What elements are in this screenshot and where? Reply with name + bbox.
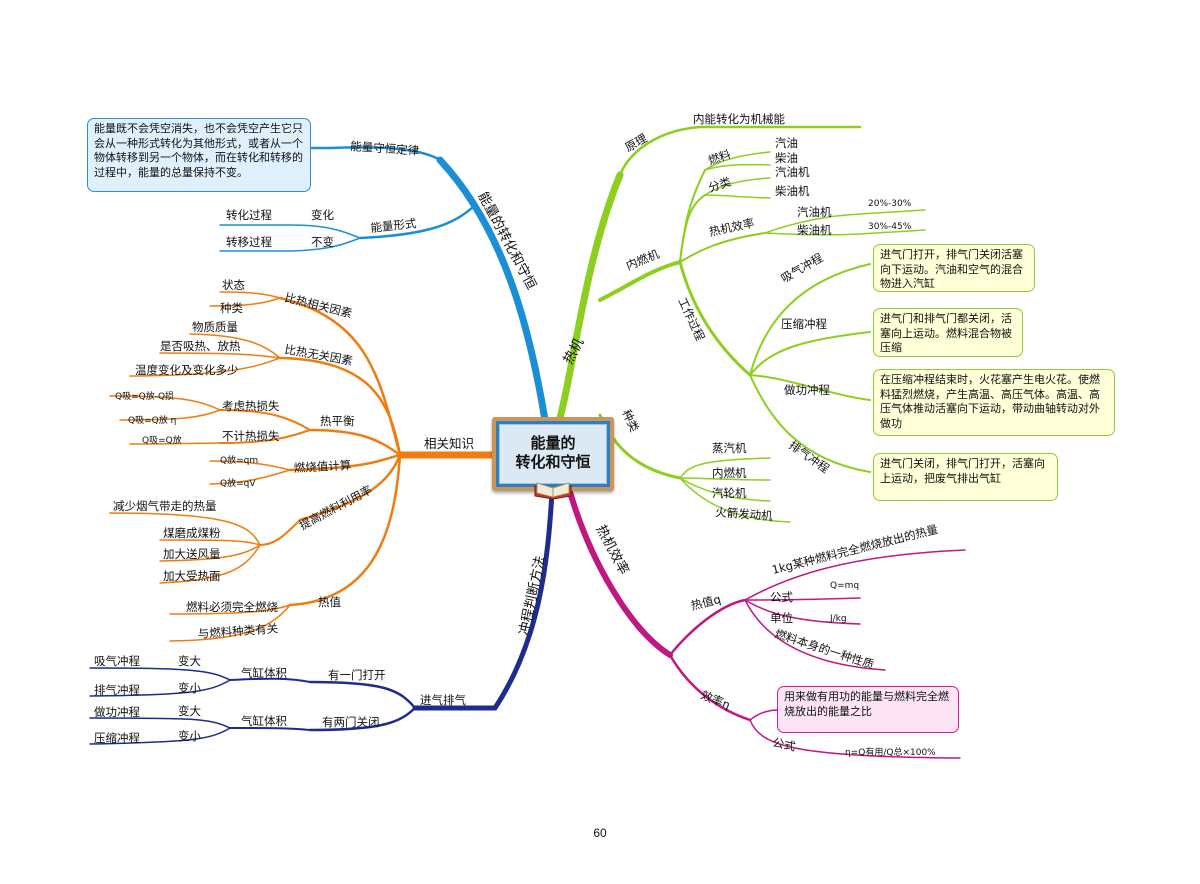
heat-balance-label: 热平衡: [320, 414, 355, 428]
kind-item: 汽油机: [775, 165, 810, 179]
improve-item: 减少烟气带走的热量: [113, 499, 217, 513]
unrelated-item: 温度变化及变化多少: [135, 363, 239, 377]
type-item: 汽轮机: [712, 486, 747, 500]
same-process-label: 转移过程: [226, 235, 272, 249]
type-item: 火箭发动机: [715, 505, 774, 523]
heat-value-item: 燃料必须完全燃烧: [186, 600, 278, 614]
engine-branch-label: 热机: [560, 335, 587, 367]
book-icon: [534, 482, 572, 500]
conservation-branch-lines: [219, 146, 549, 424]
intake-stroke-box: 进气门打开，排气门关闭活塞向下运动。汽油和空气的混合物进入汽缸: [873, 244, 1035, 292]
center-topic: 能量的 转化和守恒: [492, 417, 614, 491]
heat-value-label: 热值: [318, 595, 341, 609]
same-label: 不变: [311, 235, 334, 249]
eta-formula-label: 公式: [771, 735, 797, 754]
stroke-item: 吸气冲程: [94, 654, 140, 668]
formula-label: 公式: [770, 590, 793, 604]
page-number: 60: [593, 826, 607, 840]
change-process-label: 转化过程: [226, 208, 272, 222]
types-label: 种类: [619, 407, 642, 434]
eta-definition-box: 用来做有用功的能量与燃料完全燃烧放出的能量之比: [777, 686, 959, 733]
exhaust-stroke-box: 进气门关闭，排气门打开，活塞向上运动，把废气排出气缸: [873, 453, 1058, 501]
unit-value: J/kg: [829, 614, 847, 624]
without-loss-label: 不计热损失: [222, 429, 280, 443]
center-board: 能量的 转化和守恒: [499, 424, 607, 484]
formula-item: Q吸=Q放-Q损: [115, 390, 174, 402]
with-loss-label: 考虑热损失: [222, 399, 280, 413]
eta-label: 效率η: [699, 688, 732, 712]
combustion-calc-label: 燃烧值计算: [293, 458, 351, 475]
power-stroke-box: 在压缩冲程结束时，火花塞产生电火花。使燃料猛烈燃烧，产生高温、高压气体。高温、高…: [873, 369, 1115, 436]
cylinder-volume-label: 气缸体积: [241, 714, 287, 728]
type-item: 蒸汽机: [712, 441, 747, 455]
law-description-box: 能量既不会凭空消失，也不会凭空产生它只会从一种形式转化为其他形式，或者从一个物体…: [87, 118, 311, 192]
formula-item: Q吸=Q放: [142, 434, 182, 446]
stroke-name: 排气冲程: [786, 438, 832, 476]
formula-value: Q=mq: [830, 581, 859, 591]
related-factors-label: 比热相关因素: [283, 290, 353, 320]
stroke-item: 做功冲程: [94, 705, 140, 719]
fuel-item: 汽油: [775, 136, 798, 150]
unrelated-item: 是否吸热、放热: [160, 339, 241, 353]
increase-label: 变大: [178, 704, 201, 718]
formula-item: Q放=qm: [220, 454, 258, 466]
one-valve-open-label: 有一门打开: [328, 668, 386, 682]
strokes-branch-label: 冲程判断方法: [516, 554, 548, 637]
heat-value-item: 与燃料种类有关: [197, 621, 279, 641]
efficiency-branch-lines: [567, 489, 966, 759]
center-title-line1: 能量的: [530, 434, 576, 452]
heat-value-q-label: 热值q: [689, 592, 722, 613]
formula-item: Q吸=Q放 η: [128, 414, 176, 426]
related-item: 种类: [220, 301, 243, 315]
unit-label: 单位: [770, 611, 793, 625]
intake-exhaust-label: 进气排气: [420, 693, 466, 707]
formula-item: Q放=qV: [220, 477, 256, 489]
two-valves-closed-label: 有两门关闭: [322, 715, 380, 729]
improve-item: 加大受热面: [163, 569, 221, 583]
center-title-line2: 转化和守恒: [515, 453, 591, 471]
stroke-item: 排气冲程: [94, 683, 140, 697]
kind-label: 分类: [707, 174, 734, 195]
principle-text: 内能转化为机械能: [693, 112, 785, 126]
knowledge-branch-lines: [109, 291, 496, 642]
unrelated-factors-label: 比热无关因素: [283, 342, 353, 368]
knowledge-branch-label: 相关知识: [424, 436, 474, 451]
compression-stroke-box: 进气门和排气门都关闭，活塞向上运动。燃料混合物被压缩: [873, 308, 1023, 357]
decrease-label: 变小: [178, 681, 201, 695]
forms-label: 能量形式: [370, 216, 418, 235]
type-item: 内燃机: [712, 466, 747, 480]
improve-item: 加大送风量: [163, 547, 221, 561]
related-item: 状态: [222, 278, 245, 292]
law-label: 能量守恒定律: [350, 139, 420, 158]
increase-label: 变大: [178, 654, 201, 668]
fuel-item: 柴油: [775, 151, 798, 165]
engine-branch-lines: [556, 125, 926, 523]
cylinder-volume-label: 气缸体积: [241, 666, 287, 680]
strokes-branch-lines: [89, 489, 555, 745]
improve-label: 提高燃料利用率: [297, 482, 375, 532]
stroke-name: 做功冲程: [784, 383, 830, 397]
center-title: 能量的 转化和守恒: [500, 434, 606, 472]
property-text: 燃料本身的一种性质: [773, 627, 876, 672]
kind-item: 柴油机: [775, 184, 810, 198]
q-definition: 1kg某种燃料完全燃烧放出的热量: [770, 522, 939, 577]
stroke-name: 吸气冲程: [779, 250, 826, 285]
fuel-label: 燃料: [706, 147, 733, 168]
eta-formula-value: η=Q有用/Q总×100%: [845, 746, 936, 758]
improve-item: 煤磨成煤粉: [163, 526, 221, 540]
stroke-item: 压缩冲程: [94, 731, 140, 745]
stroke-name: 压缩冲程: [781, 317, 827, 331]
eff-engine-name: 柴油机: [797, 223, 832, 237]
change-label: 变化: [311, 208, 334, 222]
unrelated-item: 物质质量: [192, 320, 238, 334]
decrease-label: 变小: [178, 729, 201, 743]
eff-engine-value: 20%-30%: [868, 199, 912, 209]
eff-engine-value: 30%-45%: [868, 222, 912, 232]
eff-engine-name: 汽油机: [797, 205, 832, 219]
